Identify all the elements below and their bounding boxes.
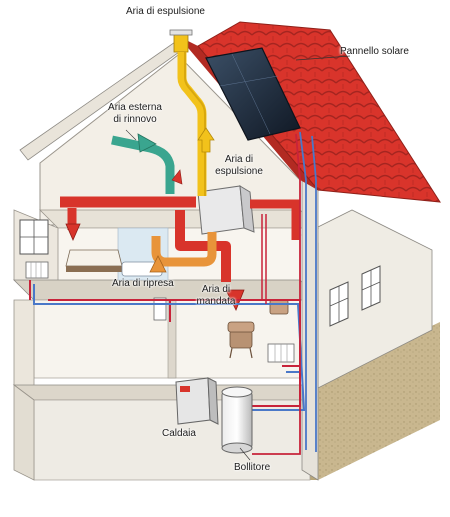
label-supply-air: Aria di mandata — [192, 284, 240, 308]
armchair — [227, 321, 255, 359]
ground-soil — [318, 322, 440, 480]
return-duct — [151, 232, 217, 267]
solar-panel — [205, 47, 301, 141]
armchair-upper — [269, 299, 289, 315]
label-fresh-air-line1: Aria esterna — [108, 102, 162, 113]
fresh-air-arrow — [137, 133, 157, 153]
boiler-unit — [175, 377, 219, 425]
supply-duct-right — [250, 199, 301, 240]
ventilation-unit — [197, 185, 255, 235]
radiator-bathroom — [153, 297, 167, 321]
label-supply-air-line1: Aria di — [201, 284, 231, 295]
solar-hot-pipe — [252, 133, 301, 455]
label-solar-panel: Pannello solare — [340, 46, 409, 57]
basement-left-wall — [13, 384, 35, 481]
fresh-air-duct — [111, 135, 175, 194]
exhaust-duct — [177, 52, 207, 196]
ground-floor-back-wall — [33, 299, 301, 379]
window-right-1 — [329, 281, 349, 327]
supply-arrow-small — [171, 169, 183, 185]
label-supply-air-line2: mandata — [196, 296, 236, 307]
window-left — [19, 219, 49, 255]
basement-floor — [12, 384, 319, 401]
window-right-2 — [361, 265, 381, 311]
label-water-heater: Bollitore — [234, 462, 271, 473]
label-exhaust-inner-line2: espulsione — [215, 166, 263, 177]
supply-duct-down — [175, 210, 231, 282]
exhaust-duct-shade — [184, 52, 206, 196]
solar-feed-pipes — [299, 131, 317, 452]
label-fresh-air-line2: di rinnovo — [113, 114, 157, 125]
leader-solar — [295, 55, 351, 61]
label-exhaust-inner: Aria di espulsione — [210, 154, 268, 178]
label-exhaust-top: Aria di espulsione — [126, 6, 205, 17]
bed — [65, 249, 123, 272]
label-return-air: Aria di ripresa — [112, 278, 174, 289]
return-arrow-up — [149, 255, 167, 273]
ground-left-wall — [13, 299, 35, 396]
label-boiler: Caldaia — [162, 428, 196, 439]
supply-arrow-left — [65, 223, 81, 241]
label-fresh-air: Aria esterna di rinnovo — [100, 102, 170, 126]
leader-water-heater — [239, 447, 251, 461]
radiator-upper-left — [25, 261, 49, 279]
leader-fresh — [125, 129, 137, 141]
water-heater-tank — [221, 386, 253, 454]
riser-pipe — [261, 214, 267, 304]
label-exhaust-inner-line1: Aria di — [224, 154, 254, 165]
exhaust-arrow-up — [197, 127, 215, 153]
radiator-ground-right — [267, 343, 295, 363]
